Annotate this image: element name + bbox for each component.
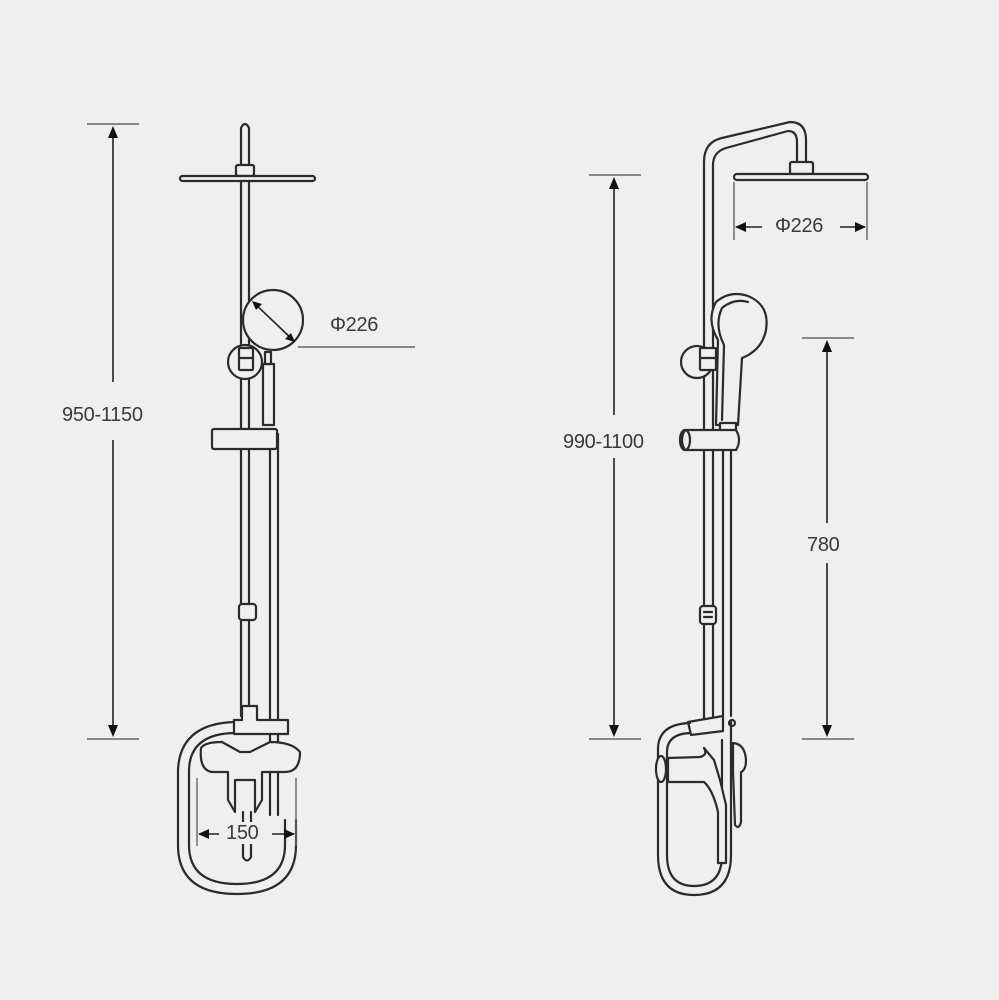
arrow-right-icon [284,829,295,839]
side-slide-bar-height-label: 780 [807,532,840,558]
arrow-down-icon [822,725,832,737]
front-total-height-label: 950-1150 [62,400,143,430]
diverter-spur [686,714,725,737]
arrow-up-icon [609,177,619,189]
hand-shower-handle [261,362,276,427]
hose-loop-inner [187,731,287,886]
riser-coupling [237,602,258,622]
front-width-dimension [196,778,297,846]
spout-end [241,810,253,862]
mixer-back-cap [654,754,668,784]
side-view [589,120,870,897]
arrow-right-icon [855,222,866,232]
head-shower [178,174,317,183]
riser-coupling [698,604,718,626]
arrow-left-icon [735,222,746,232]
front-mixer-width-label: 150 [224,822,261,844]
hose-loop-outer [176,720,298,896]
side-height-dimension [589,174,641,740]
arrow-down-icon [609,725,619,737]
arrow-up-icon [822,340,832,352]
side-head-diameter-label: Φ226 [771,215,828,237]
hand-shower-button [263,350,273,366]
shower-arm-inner [711,129,799,722]
front-view [87,122,415,896]
side-total-height-label: 990-1100 [563,427,644,457]
diverter-tee [232,704,290,736]
arrow-diag-icon [252,301,262,310]
shower-arm-outer [702,120,808,722]
hose-loop-outer [656,720,733,897]
arrow-left-icon [198,829,209,839]
arrow-diag-icon [285,333,295,342]
slide-bar-dimension [802,337,854,740]
slider-holder [210,427,279,451]
riser-top [239,122,251,167]
hose-loop-inner [665,731,724,888]
front-height-dimension [87,123,139,740]
mixer-lever [731,741,748,828]
slider-holder [680,428,741,452]
arrow-up-icon [108,126,118,138]
mixer-valve [199,740,302,814]
mixer-valve [666,746,728,865]
head-connector [234,163,256,178]
arrow-down-icon [108,725,118,737]
hand-shower [710,292,768,427]
head-diameter-dimension [733,182,868,240]
head-shower [732,172,870,182]
front-hand-shower-diameter-label: Φ226 [330,314,379,336]
head-connector [788,160,815,176]
